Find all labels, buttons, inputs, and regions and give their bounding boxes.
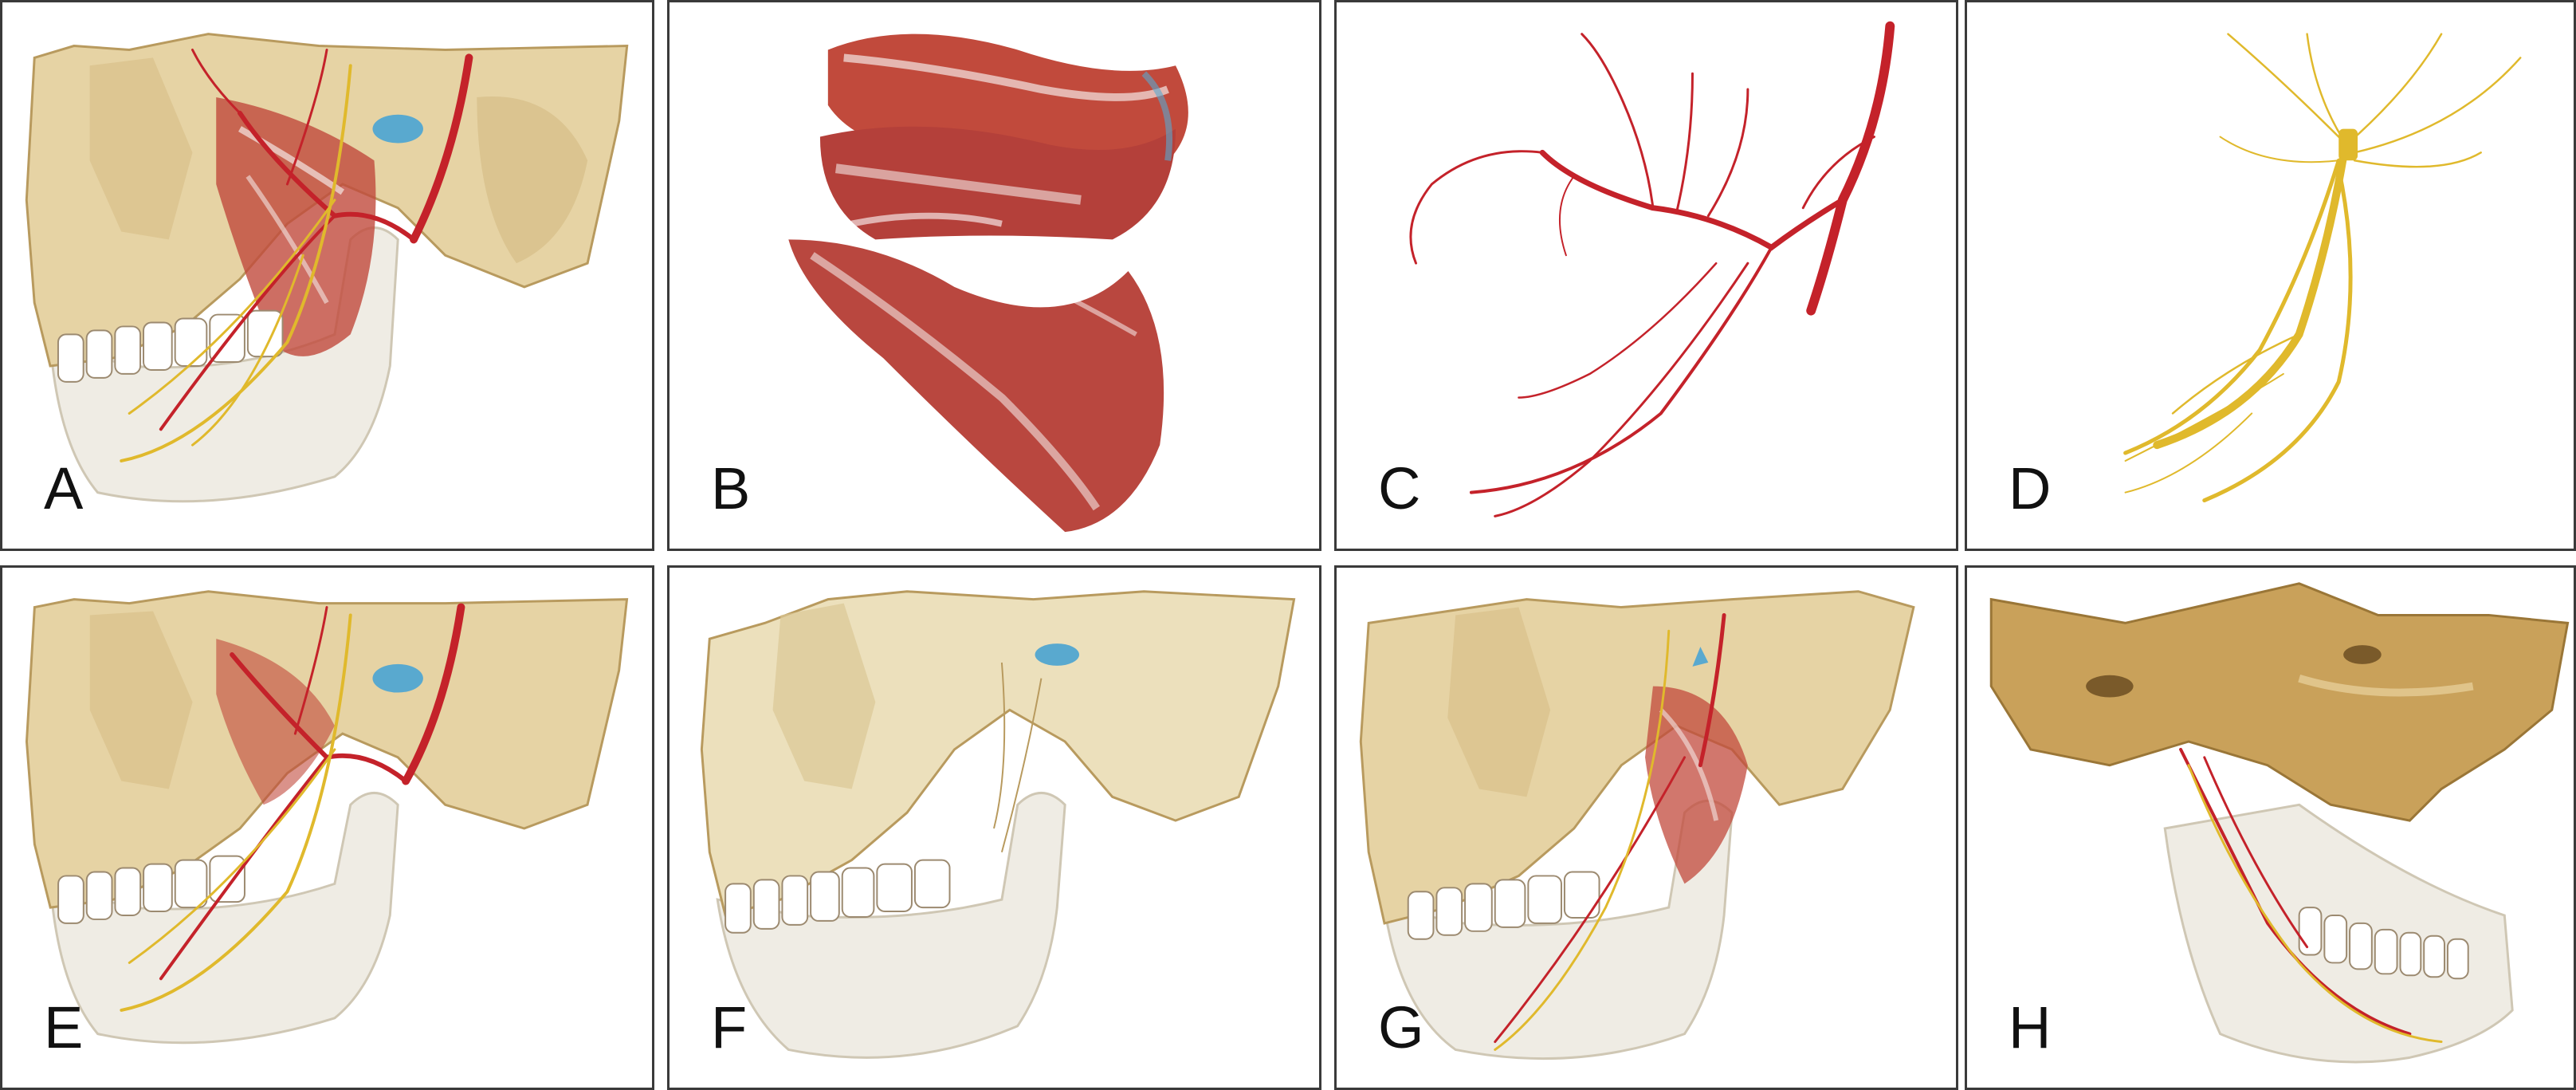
panel-label: G — [1378, 994, 1424, 1060]
panel-label: D — [2009, 455, 2052, 521]
panel-label: E — [44, 994, 84, 1060]
panel-label: F — [711, 994, 748, 1060]
skull-illustration — [700, 590, 1296, 1059]
panel-label: C — [1378, 455, 1421, 521]
panel-h: H — [1965, 565, 2576, 1090]
panel-e: E — [0, 565, 654, 1090]
panel-b: B — [667, 0, 1321, 551]
skull-inferior-view-illustration — [1989, 582, 2570, 1064]
panel-a: A — [0, 0, 654, 551]
skull-vessel-nerve-illustration — [25, 590, 629, 1045]
nerve-tree-illustration — [2123, 33, 2522, 503]
muscle-illustration — [788, 33, 1188, 533]
panel-label: A — [44, 455, 84, 521]
panel-label: H — [2009, 994, 2052, 1060]
artery-tree-illustration — [1409, 21, 1895, 517]
panel-f: F — [667, 565, 1321, 1090]
panel-d: D — [1965, 0, 2576, 551]
panel-c: C — [1334, 0, 1958, 551]
skull-muscle-vessel-illustration — [25, 33, 629, 503]
panel-label: B — [711, 455, 751, 521]
panel-g: G — [1334, 565, 1958, 1090]
skull-muscle-illustration — [1359, 590, 1915, 1060]
